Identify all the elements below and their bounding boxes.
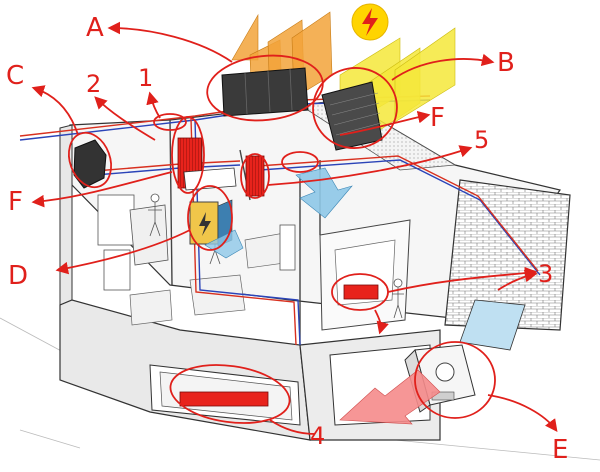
annotations (31, 21, 558, 435)
lightning-icon (199, 212, 211, 236)
label-5: 5 (474, 126, 489, 154)
circle-d (187, 185, 233, 251)
label-1: 1 (138, 64, 153, 92)
circle-f-left (171, 116, 205, 194)
label-2: 2 (86, 70, 101, 98)
radiator-small (245, 155, 265, 197)
circle-5 (281, 151, 319, 173)
circle-f-right (240, 153, 270, 199)
label-a: A (86, 13, 104, 43)
label-d: D (8, 261, 28, 291)
label-4: 4 (310, 422, 325, 450)
radiator-room (343, 284, 379, 300)
circle-1 (153, 113, 187, 131)
radiator-front (179, 391, 269, 407)
label-e: E (552, 435, 568, 465)
sun-icon (351, 3, 389, 41)
label-3: 3 (538, 260, 553, 288)
label-b: B (497, 48, 515, 78)
equipment (73, 137, 476, 425)
circle-4 (169, 364, 291, 424)
circle-b (312, 67, 398, 149)
electricity-meter (73, 139, 107, 189)
label-c: C (6, 61, 24, 91)
label-f-right: F (430, 103, 445, 133)
circle-e (414, 341, 496, 419)
labels: A B C D E F F 1 2 3 4 5 (6, 13, 568, 465)
circle-c (68, 131, 112, 189)
label-f-left: F (8, 187, 23, 217)
lightning-icon (362, 8, 378, 36)
